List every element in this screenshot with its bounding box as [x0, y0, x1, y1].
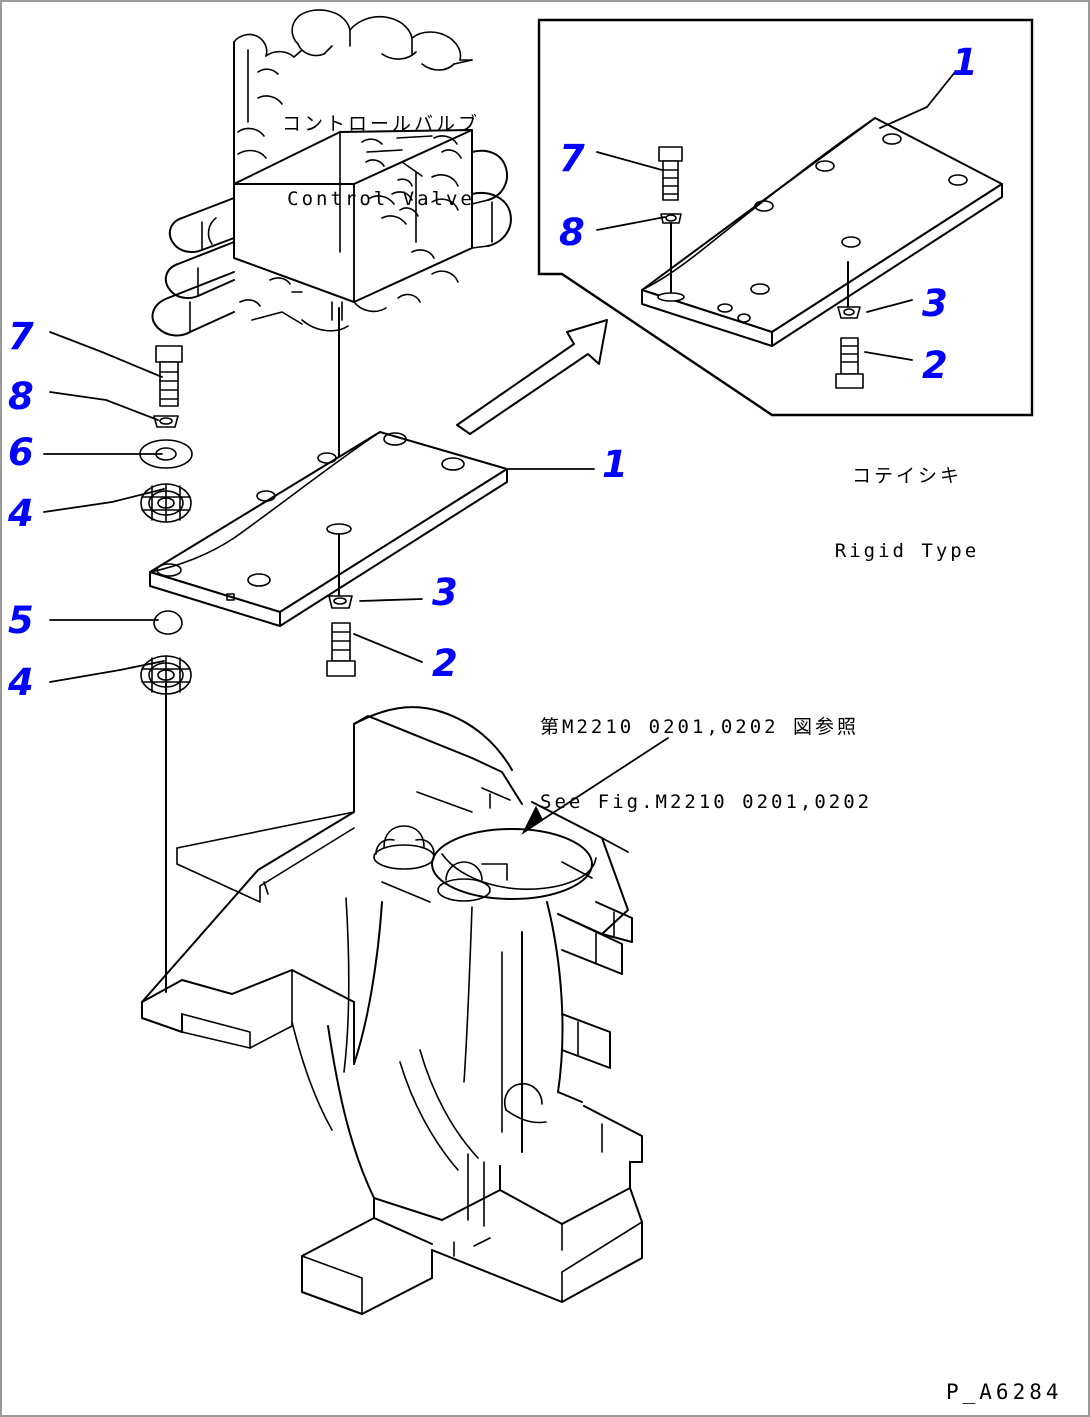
part-3-washer-main	[328, 533, 353, 609]
control-valve-label-en: Control Valve	[287, 188, 475, 210]
callout-main-7: 7	[8, 315, 34, 358]
part-4-cushion-upper	[140, 483, 192, 523]
callout-main-3: 3	[432, 571, 458, 614]
callout-main-2: 2	[432, 642, 458, 685]
callout-inset-8: 8	[559, 211, 585, 254]
callout-main-4-lower: 4	[8, 661, 34, 704]
callout-main-5: 5	[8, 599, 34, 642]
main-mounting-plate	[149, 431, 508, 627]
callout-main-1: 1	[602, 443, 628, 486]
inset-fastener-right	[835, 261, 864, 389]
inset-leader-lines	[596, 71, 956, 361]
see-figure-note-en: See Fig.M2210 0201,0202	[540, 791, 873, 813]
rigid-type-label: コテイシキ Rigid Type	[782, 414, 1032, 614]
see-fig-arrow	[521, 737, 669, 835]
callout-inset-3: 3	[922, 282, 948, 325]
part-2-bolt-main	[326, 622, 356, 677]
part-4-cushion-lower	[140, 655, 192, 993]
main-leader-lines	[43, 331, 595, 683]
see-figure-note-jp: 第M2210 0201,0202 図参照	[540, 716, 860, 738]
inset-pointer-arrow	[456, 319, 608, 435]
inset-fastener-left	[657, 146, 685, 302]
part-7-bolt	[155, 345, 183, 407]
figure-code: P_A6284	[946, 1380, 1063, 1404]
callout-inset-2: 2	[922, 344, 948, 387]
inset-mounting-plate	[641, 117, 1003, 347]
see-figure-note: 第M2210 0201,0202 図参照 See Fig.M2210 0201,…	[540, 665, 872, 865]
callout-inset-7: 7	[559, 137, 585, 180]
callout-main-6: 6	[8, 431, 34, 474]
rigid-type-label-en: Rigid Type	[834, 540, 980, 562]
part-5-cap	[153, 610, 183, 635]
part-8-lock-washer	[153, 415, 179, 428]
transmission-case	[141, 706, 643, 1315]
callout-main-4-upper: 4	[8, 492, 34, 535]
rigid-type-inset-frame	[537, 18, 1034, 417]
control-valve-label: コントロールバルブ Control Valve	[276, 62, 486, 262]
control-valve-label-jp: コントロールバルブ	[281, 113, 480, 135]
callout-inset-1: 1	[952, 41, 978, 84]
rigid-type-label-jp: コテイシキ	[851, 465, 962, 487]
callout-main-8: 8	[8, 375, 34, 418]
